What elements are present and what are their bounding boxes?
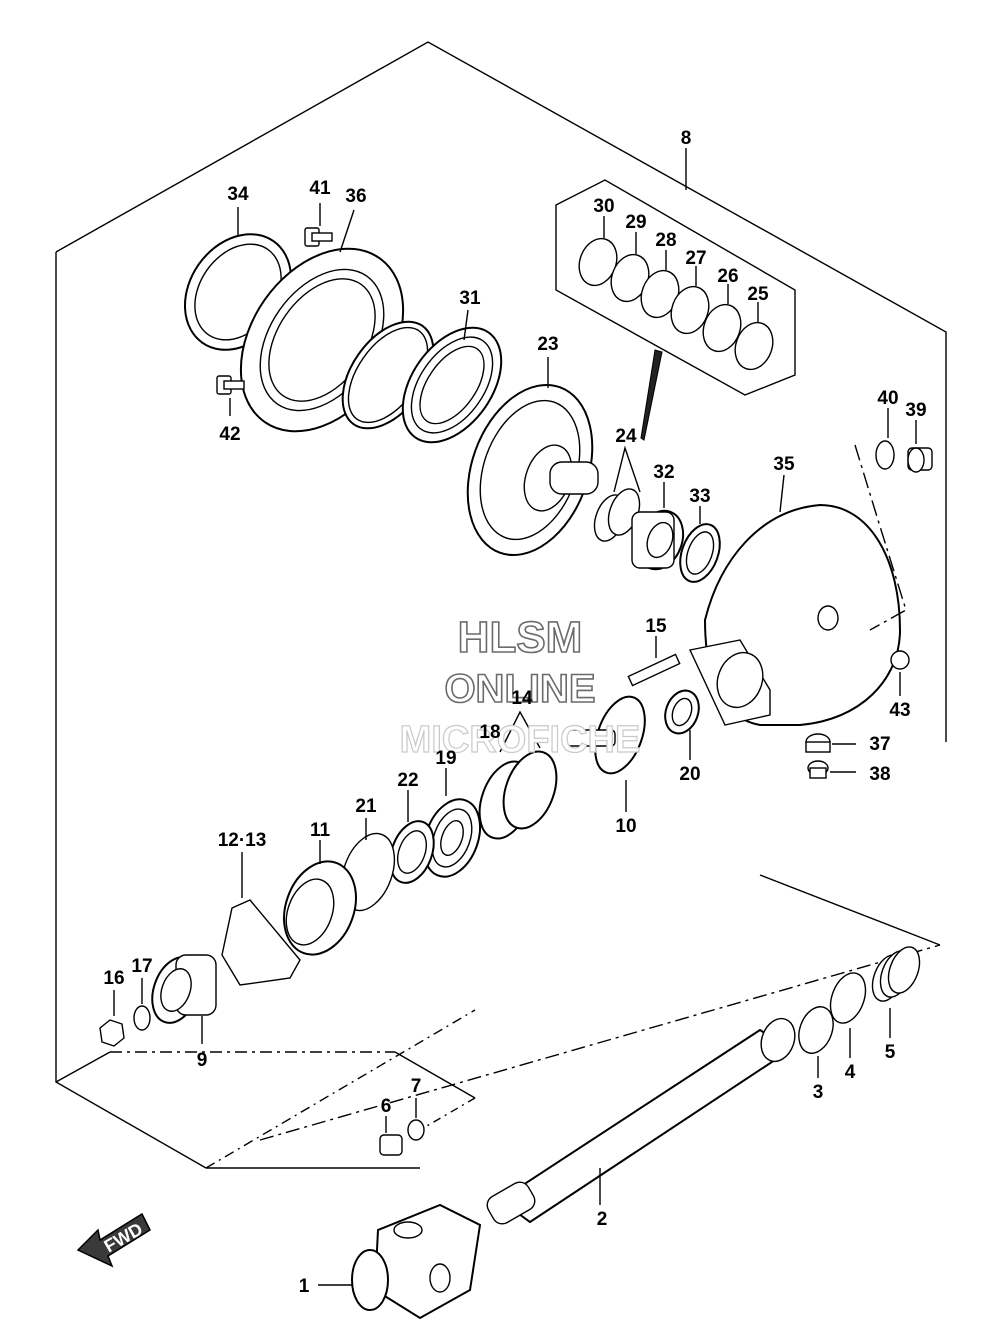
callout-38: 38 — [869, 764, 890, 785]
bolt-42 — [216, 375, 245, 416]
needle-bearing-32 — [631, 482, 685, 571]
washer-7 — [407, 1098, 425, 1141]
bushing-37 — [805, 733, 856, 753]
callout-42: 42 — [219, 424, 240, 445]
watermark-line3: MICROFICHE — [400, 719, 641, 761]
callout-10: 10 — [615, 816, 636, 837]
watermark-line2: ONLINE — [444, 667, 595, 711]
callout-24: 24 — [615, 426, 637, 447]
callout-labels: 1 2 3 4 5 6 7 8 9 10 11 12·13 14 15 16 1… — [103, 128, 926, 1297]
callout-5: 5 — [885, 1042, 896, 1063]
watermark: HLSM ONLINE MICROFICHE — [399, 612, 641, 761]
callout-16: 16 — [103, 968, 124, 989]
callout-28: 28 — [655, 230, 676, 251]
callout-29: 29 — [625, 212, 646, 233]
spacer-3 — [798, 1006, 834, 1078]
callout-17: 17 — [131, 956, 152, 977]
callout-25: 25 — [747, 284, 769, 305]
shim-set-25-30 — [578, 216, 774, 371]
callout-21: 21 — [355, 796, 377, 817]
callout-3: 3 — [813, 1082, 824, 1103]
oil-seal-22 — [389, 790, 435, 884]
callout-11: 11 — [310, 820, 331, 841]
callout-33: 33 — [689, 486, 710, 507]
drive-shaft-2 — [486, 1017, 796, 1225]
callout-27: 27 — [685, 248, 706, 269]
fwd-indicator: FWD — [76, 1212, 151, 1268]
callout-1: 1 — [299, 1276, 310, 1297]
callout-8: 8 — [681, 128, 692, 149]
plug-38 — [807, 760, 856, 779]
callout-40: 40 — [877, 388, 898, 409]
forward-arrow-icon — [76, 1212, 151, 1268]
circlip-4 — [829, 972, 867, 1058]
callout-19: 19 — [435, 748, 456, 769]
spring-5 — [871, 946, 921, 1038]
callout-23: 23 — [537, 334, 558, 355]
gear-case-35 — [688, 444, 907, 726]
watermark-line1: HLSM — [458, 613, 583, 662]
callout-9: 9 — [197, 1050, 208, 1071]
seal-kit-box — [555, 148, 796, 441]
callout-37: 37 — [869, 734, 890, 755]
bearing-19 — [422, 768, 482, 878]
callout-22: 22 — [397, 770, 418, 791]
gasket-12-13 — [221, 852, 301, 986]
callout-31: 31 — [459, 288, 481, 309]
bearing-31 — [401, 309, 503, 444]
callout-34: 34 — [227, 184, 249, 205]
ring-gear-23 — [466, 357, 599, 557]
callout-14: 14 — [511, 688, 533, 709]
callout-26: 26 — [717, 266, 738, 287]
bearing-20 — [664, 689, 700, 760]
callout-36: 36 — [345, 186, 366, 207]
callout-39: 39 — [905, 400, 926, 421]
callout-41: 41 — [309, 178, 331, 199]
callout-32: 32 — [653, 462, 674, 483]
shim-14-18 — [478, 710, 558, 840]
nut-16 — [99, 990, 125, 1047]
bolt-6 — [379, 1116, 403, 1156]
lock-nut-11 — [283, 840, 357, 956]
assembly-outline — [55, 41, 947, 1169]
plug-43 — [890, 650, 910, 696]
callout-12-13: 12·13 — [218, 830, 267, 851]
callout-43: 43 — [889, 700, 910, 721]
callout-30: 30 — [593, 196, 614, 217]
oil-seal-33 — [679, 506, 721, 583]
callout-4: 4 — [845, 1062, 856, 1083]
bearing-9 — [151, 954, 217, 1044]
stud-15 — [627, 636, 681, 687]
callout-2: 2 — [597, 1209, 608, 1230]
washer-17 — [133, 978, 151, 1031]
callout-7: 7 — [411, 1076, 422, 1097]
callout-6: 6 — [381, 1096, 392, 1117]
bolt-41 — [304, 203, 333, 247]
plug-39 — [907, 420, 933, 473]
callout-15: 15 — [645, 616, 667, 637]
callout-18: 18 — [479, 722, 500, 743]
universal-joint-1 — [318, 1203, 482, 1320]
pinion-gear-10 — [564, 695, 646, 812]
callout-20: 20 — [679, 764, 700, 785]
gasket-40 — [875, 408, 895, 470]
fwd-label: FWD — [101, 1219, 146, 1257]
callout-35: 35 — [773, 454, 795, 475]
